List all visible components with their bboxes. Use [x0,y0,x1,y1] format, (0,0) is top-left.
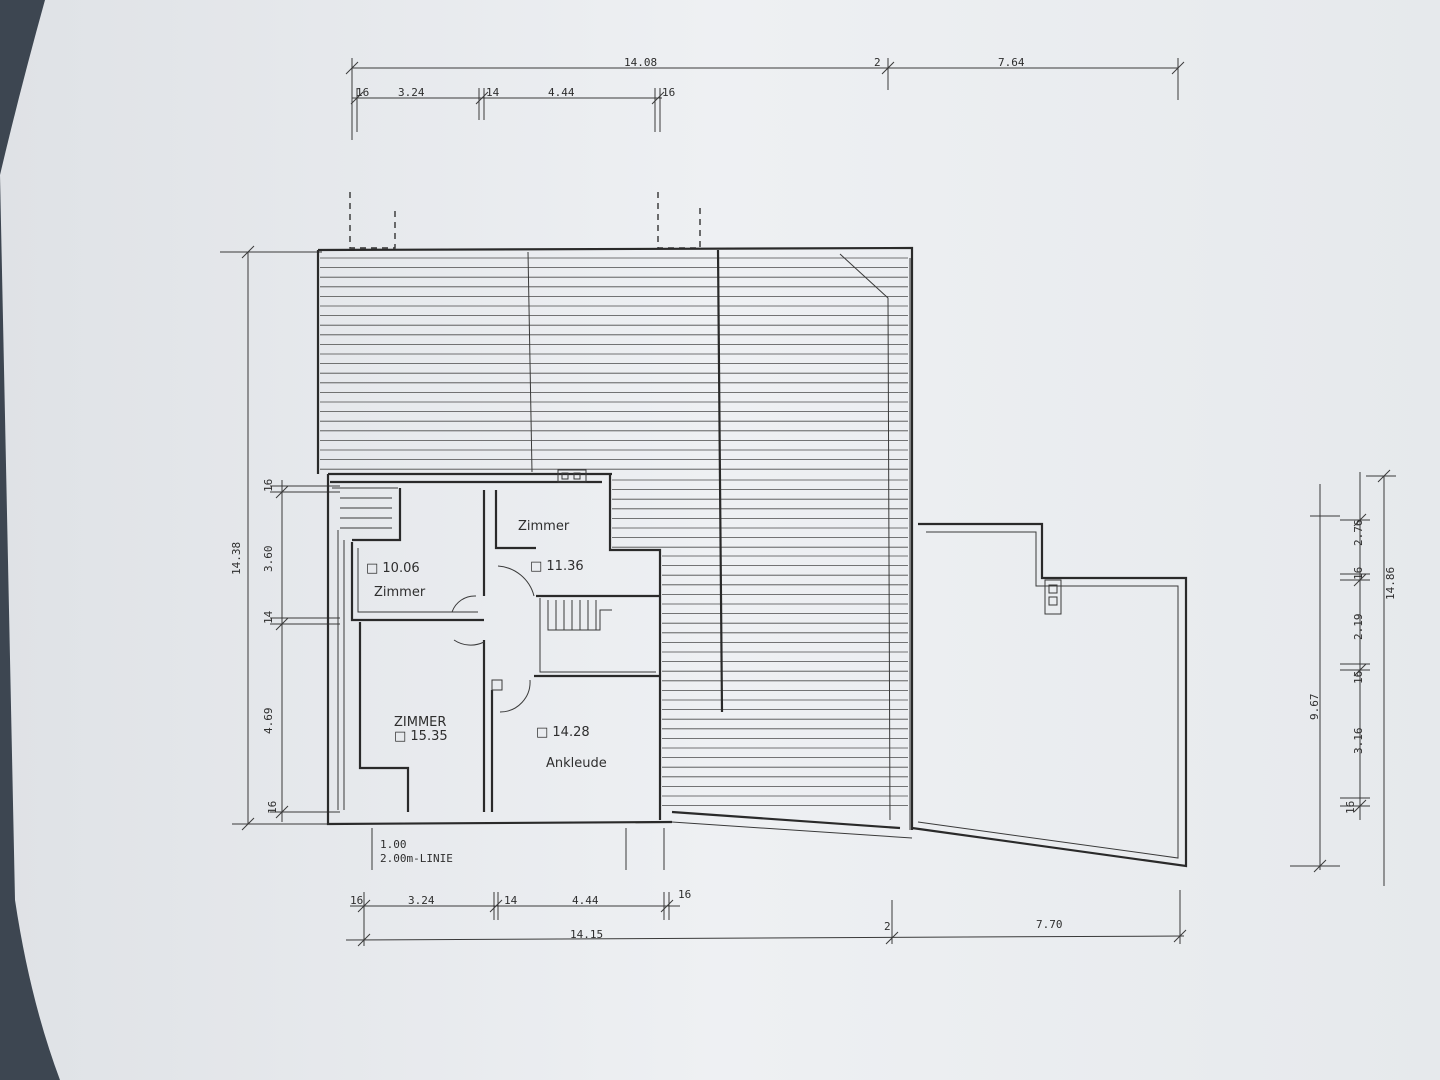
dim-top-d: 4.44 [548,86,575,99]
dim-top-c: 14 [486,86,500,99]
note-line-b: 2.00m-LINIE [380,852,453,865]
dim-top-a: 16 [356,86,369,99]
dim-bottom-e: 16 [678,888,691,901]
room-label-zimmer-left: Zimmer [374,585,426,600]
dim-left-b: 3.60 [262,546,275,573]
dashed-chimney-outline [349,192,701,249]
room-area-zimmer-top: □ 11.36 [530,559,584,574]
dim-right-mid: 9.67 [1308,694,1321,721]
dim-right-e: 3.16 [1352,728,1365,755]
dim-bottom-right: 7.70 [1036,918,1063,931]
room-area-zimmer-left: □ 10.06 [366,561,420,576]
room-area-zimmer-caps: □ 15.35 [394,729,448,744]
roof-hatching [320,257,908,806]
dim-left-e: 16 [266,801,279,814]
dim-right-a: 2.76 [1352,520,1365,547]
dim-right-b: 16 [1352,567,1365,580]
room-label-zimmer-caps: ZIMMER [394,715,446,730]
dim-top-total: 14.08 [624,56,657,69]
dim-top-sep: 2 [874,56,881,69]
dim-right-f: 16 [1344,801,1357,814]
room-label-ankleude: Ankleude [546,756,607,771]
dim-bottom-b: 3.24 [408,894,435,907]
top-dimension-chain: 14.08 2 7.64 16 3.24 14 4.44 16 [345,56,1185,140]
dim-top-right: 7.64 [998,56,1025,69]
dim-left-total: 14.38 [230,542,243,575]
dim-bottom-sep: 2 [884,920,891,933]
dim-left-a: 16 [262,479,275,492]
dim-bottom-a: 16 [350,894,363,907]
room-labels: □ 10.06 Zimmer Zimmer □ 11.36 ZIMMER □ 1… [366,519,607,771]
dim-bottom-d: 4.44 [572,894,599,907]
dim-top-e: 16 [662,86,675,99]
two-meter-line-note: 1.00 2.00m-LINIE [371,828,665,870]
interior-walls [332,487,660,812]
dim-left-d: 4.69 [262,708,275,735]
dim-right-c: 2.19 [1352,614,1365,641]
right-dimension-chain: 9.67 2.76 16 2.19 16 3.16 16 14.86 [1290,469,1397,886]
dim-right-outer: 14.86 [1384,567,1397,600]
dim-bottom-total: 14.15 [570,928,603,941]
building-outline [316,246,1188,868]
room-area-ankleude: □ 14.28 [536,725,590,740]
room-label-zimmer-top: Zimmer [518,519,570,534]
bottom-dimension-chain: 16 3.24 14 4.44 16 14.15 2 7.70 [345,888,1187,947]
dim-left-c: 14 [262,610,275,624]
stair-treads [555,600,597,630]
dim-bottom-c: 14 [504,894,518,907]
dim-top-b: 3.24 [398,86,425,99]
note-line-a: 1.00 [380,838,407,851]
dim-right-d: 16 [1352,671,1365,684]
left-dimension-chain: 14.38 16 3.60 14 4.69 16 [220,245,340,831]
